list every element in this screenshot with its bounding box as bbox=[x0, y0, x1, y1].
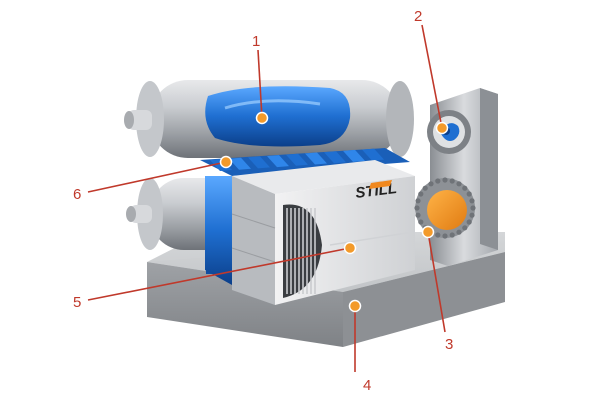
orange-gear bbox=[414, 177, 476, 239]
stack-housing bbox=[231, 160, 415, 305]
brand-logo-accent bbox=[369, 180, 392, 189]
fin bbox=[229, 157, 251, 170]
blue-rotor bbox=[427, 110, 471, 154]
callout-dot-1 bbox=[255, 111, 269, 125]
callout-line-5 bbox=[87, 247, 351, 301]
callout-dot-6 bbox=[219, 155, 233, 169]
callout-dot-2 bbox=[435, 121, 449, 135]
fin bbox=[286, 153, 308, 166]
callout-number-4: 4 bbox=[363, 377, 371, 394]
gear-tooth bbox=[435, 232, 441, 238]
brand-logo: STILL bbox=[354, 180, 398, 202]
gear-tooth bbox=[449, 178, 455, 184]
gear-tooth bbox=[414, 205, 420, 211]
gear-tooth bbox=[442, 233, 448, 239]
callout-number-2: 2 bbox=[414, 8, 422, 25]
callout-dot-5 bbox=[343, 241, 357, 255]
callout-number-6: 6 bbox=[73, 186, 81, 203]
gear-tooth bbox=[466, 219, 472, 225]
callout-number-3: 3 bbox=[445, 336, 453, 353]
callout-numbers: 1 2 3 4 5 6 bbox=[73, 8, 453, 394]
gear-tooth bbox=[449, 232, 455, 238]
gear-tooth bbox=[415, 198, 421, 204]
gear-tooth bbox=[422, 185, 428, 191]
fin bbox=[343, 149, 365, 162]
gear-tooth bbox=[462, 185, 468, 191]
gear-tooth bbox=[470, 205, 476, 211]
callout-dot-4 bbox=[348, 299, 362, 313]
gear-tooth bbox=[442, 177, 448, 183]
callout-line-3 bbox=[427, 231, 446, 333]
gear-tooth bbox=[462, 225, 468, 231]
blue-fin-stack bbox=[200, 148, 410, 285]
callout-lines bbox=[87, 24, 446, 372]
callout-line-6 bbox=[87, 161, 227, 193]
fin bbox=[248, 156, 270, 169]
callout-dots bbox=[219, 111, 449, 313]
gear-tooth bbox=[418, 191, 424, 197]
gear-tooth bbox=[469, 212, 475, 218]
callout-line-2 bbox=[421, 24, 443, 129]
callout-number-1: 1 bbox=[252, 33, 260, 50]
gear-tooth bbox=[418, 219, 424, 225]
callout-number-5: 5 bbox=[73, 294, 81, 311]
upper-tank bbox=[124, 80, 414, 158]
fin bbox=[324, 151, 346, 164]
blue-cutout-window bbox=[205, 86, 351, 147]
fin bbox=[305, 152, 327, 165]
gear-tooth bbox=[456, 181, 462, 187]
callout-dot-3 bbox=[421, 225, 435, 239]
fin bbox=[362, 148, 384, 161]
gear-tooth bbox=[428, 181, 434, 187]
gear-tooth bbox=[469, 198, 475, 204]
gear-tooth bbox=[456, 229, 462, 235]
fin bbox=[267, 155, 289, 168]
gear-tooth bbox=[435, 178, 441, 184]
gear-tooth bbox=[466, 191, 472, 197]
gear-tooth bbox=[415, 212, 421, 218]
callout-line-1 bbox=[257, 49, 263, 119]
